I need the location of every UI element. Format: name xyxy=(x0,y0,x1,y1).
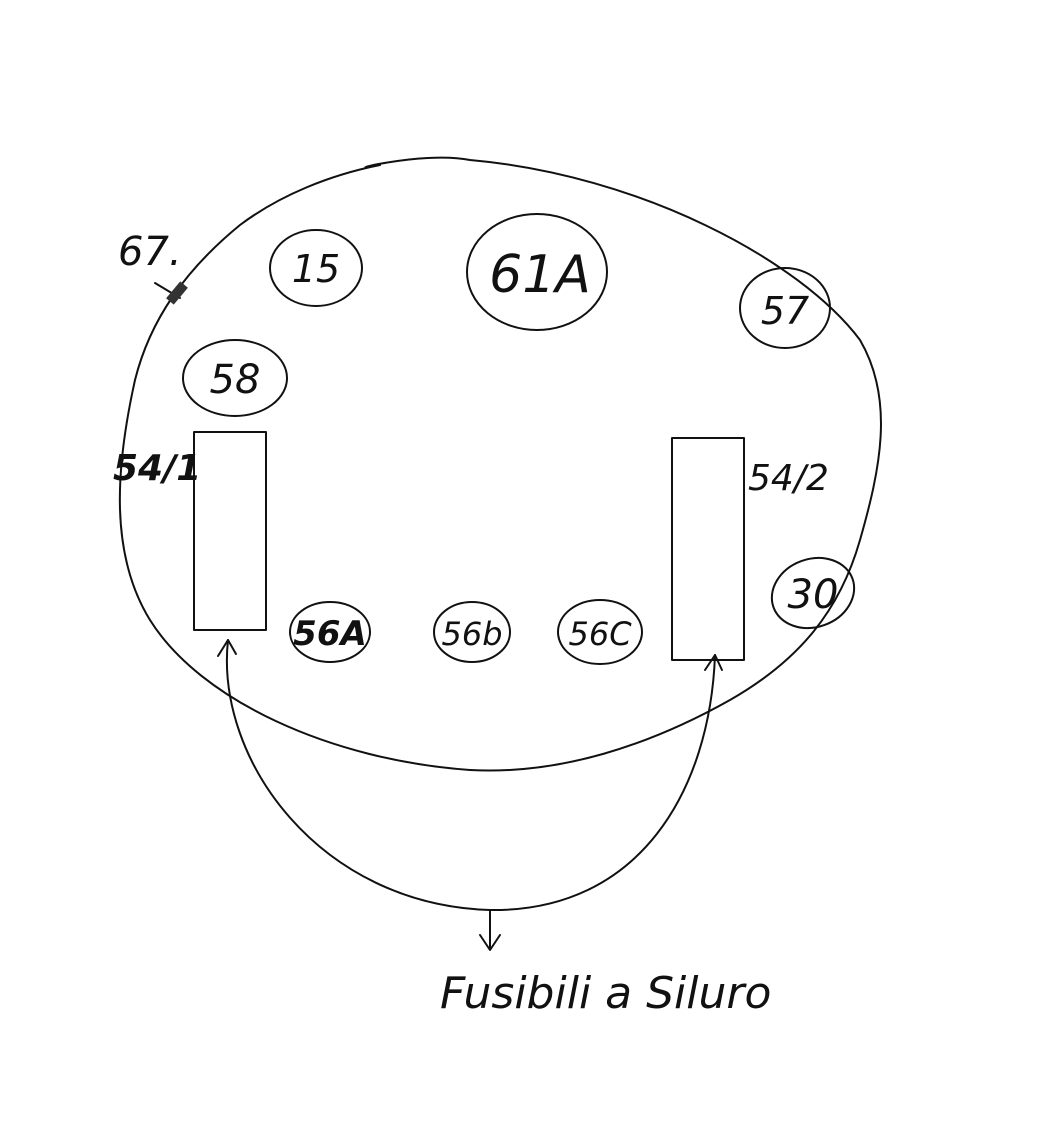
arrowhead-right-icon xyxy=(704,654,723,671)
fuse-left xyxy=(193,431,267,631)
terminal-56b-label: 56b xyxy=(441,615,502,653)
terminal-56a-label: 56A xyxy=(293,614,367,654)
terminal-67-label: 67. xyxy=(118,229,182,275)
terminal-30: 30 xyxy=(770,556,856,630)
fuse-pointer-curve xyxy=(225,639,716,912)
terminal-67-marker xyxy=(166,281,188,305)
terminal-58-label: 58 xyxy=(210,357,261,403)
fuse-left-label: 54/1 xyxy=(113,448,201,489)
terminal-15: 15 xyxy=(269,229,363,307)
fuse-right-label: 54/2 xyxy=(748,458,829,499)
terminal-56c: 56C xyxy=(557,599,643,665)
terminal-30-label: 30 xyxy=(788,572,839,618)
terminal-57: 57 xyxy=(739,267,831,349)
terminal-56c-label: 56C xyxy=(568,615,632,653)
terminal-58: 58 xyxy=(182,339,288,417)
fuse-box-outline xyxy=(118,156,882,772)
terminal-56a: 56A xyxy=(289,601,371,663)
terminal-56b: 56b xyxy=(433,601,511,663)
arrowhead-left-icon xyxy=(217,639,237,657)
fuse-right xyxy=(671,437,745,661)
caption: Fusibili a Siluro xyxy=(440,968,771,1019)
terminal-61a: 61A xyxy=(466,213,608,331)
terminal-57-label: 57 xyxy=(761,289,809,333)
arrow-down-icon xyxy=(479,909,501,951)
terminal-15-label: 15 xyxy=(292,247,340,291)
terminal-61a-label: 61A xyxy=(489,245,591,305)
